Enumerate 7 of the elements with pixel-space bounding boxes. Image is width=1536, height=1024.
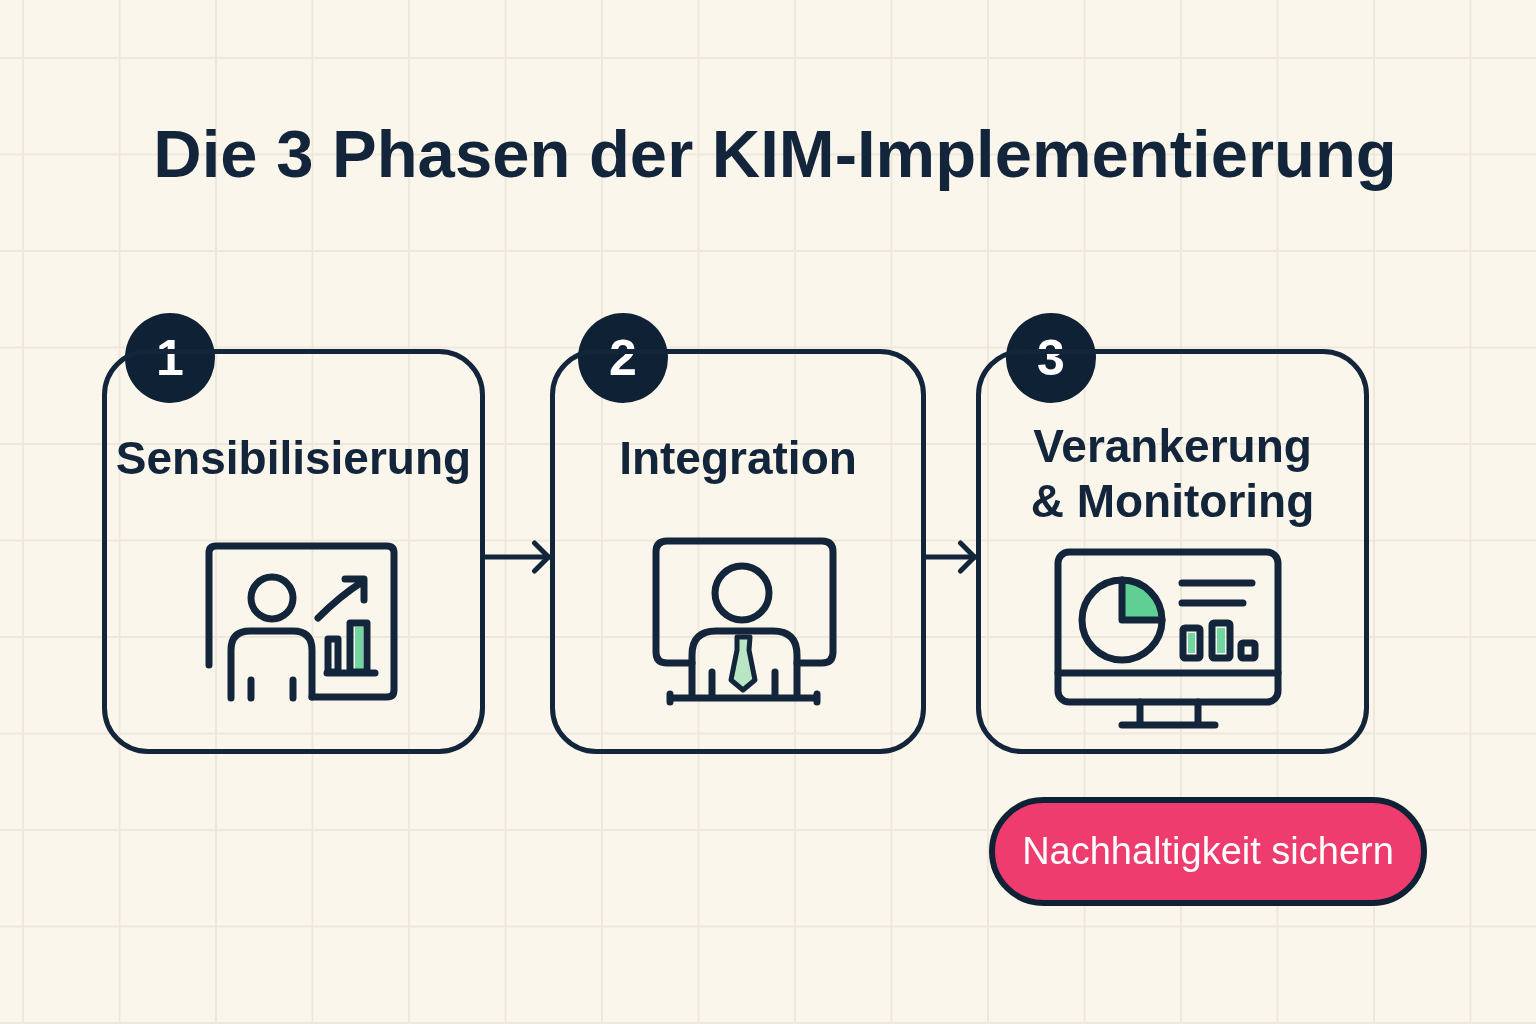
arrow <box>485 540 551 574</box>
arrow <box>926 540 977 574</box>
step-title: Verankerung & Monitoring <box>1029 419 1316 529</box>
step-title: Sensibilisierung <box>115 431 472 486</box>
diagram-title: Die 3 Phasen der KIM-Implementierung <box>153 115 1397 193</box>
goal-pill: Nachhaltigkeit sichern <box>989 797 1427 906</box>
step-title: Integration <box>619 431 857 486</box>
